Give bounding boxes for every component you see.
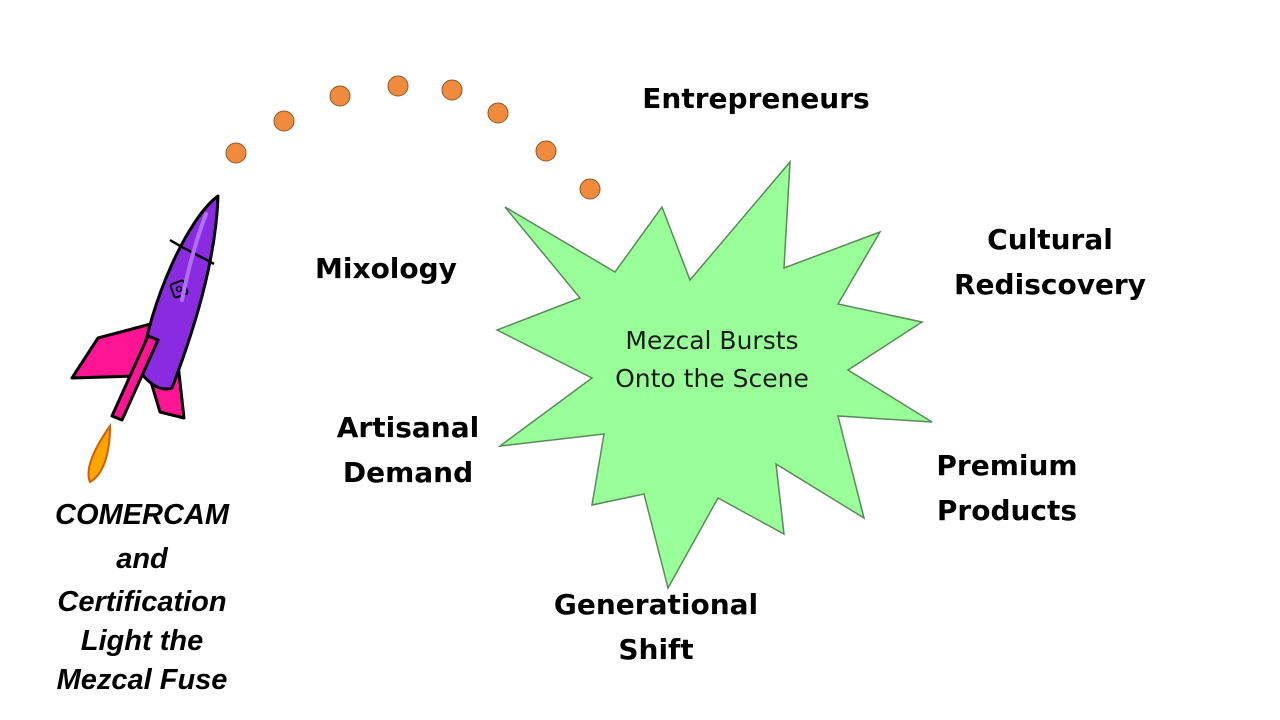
factor-line: Premium bbox=[936, 449, 1078, 482]
factor-line: Generational bbox=[553, 588, 759, 621]
trail-dot bbox=[225, 142, 247, 164]
factor-line: Rediscovery bbox=[954, 268, 1146, 301]
burst-label-line: Mezcal Bursts bbox=[625, 326, 799, 355]
burst-label: Mezcal Bursts Onto the Scene bbox=[612, 322, 812, 398]
factor-generational-shift: Generational Shift bbox=[540, 582, 772, 672]
trail-dot bbox=[441, 79, 463, 101]
factor-mixology: Mixology bbox=[296, 246, 476, 291]
factor-line: Products bbox=[936, 494, 1078, 527]
factor-premium-products: Premium Products bbox=[924, 443, 1090, 533]
rocket-stripe bbox=[110, 334, 160, 422]
trail-dot bbox=[387, 75, 409, 97]
caption-line: Light the bbox=[80, 625, 204, 657]
trail-dot bbox=[487, 102, 509, 124]
trail-dot bbox=[535, 140, 557, 162]
factor-line: Demand bbox=[342, 456, 474, 489]
rocket-flame bbox=[87, 422, 112, 484]
burst-label-line: Onto the Scene bbox=[615, 364, 809, 393]
caption-line: Certification bbox=[57, 586, 227, 618]
factor-entrepreneurs: Entrepreneurs bbox=[620, 76, 892, 121]
factor-line: Shift bbox=[618, 633, 694, 666]
caption-line: and bbox=[116, 543, 168, 575]
factor-line: Artisanal bbox=[336, 411, 480, 444]
factor-cultural-rediscovery: Cultural Rediscovery bbox=[940, 217, 1160, 307]
caption-line: Mezcal Fuse bbox=[56, 664, 228, 696]
factor-line: Cultural bbox=[987, 223, 1113, 256]
factor-artisanal-demand: Artisanal Demand bbox=[328, 405, 488, 495]
factor-line: Mixology bbox=[315, 252, 457, 285]
caption-line: COMERCAM bbox=[55, 499, 229, 531]
rocket-caption: COMERCAM and Certification Light the Mez… bbox=[10, 495, 274, 700]
trail-dot bbox=[273, 110, 295, 132]
trail-dot bbox=[329, 85, 351, 107]
factor-line: Entrepreneurs bbox=[642, 82, 870, 115]
trail-dot bbox=[579, 178, 601, 200]
